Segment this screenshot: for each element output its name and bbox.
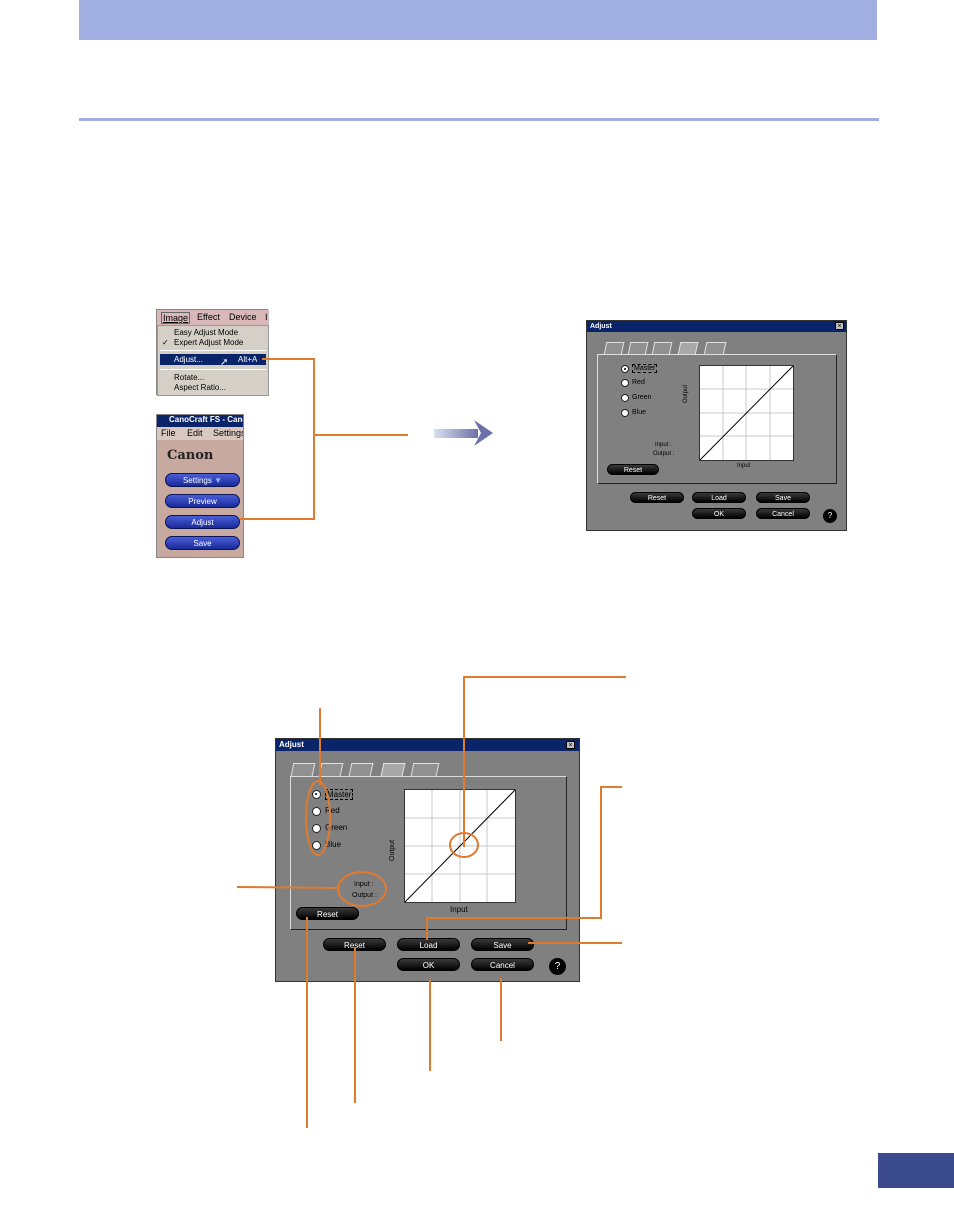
input-readout-label: Input : — [354, 881, 374, 888]
dialog-panel — [597, 354, 837, 484]
label-red: Red — [325, 806, 340, 815]
triangle-down-icon: ▼ — [214, 476, 223, 485]
menu-device[interactable]: Device — [229, 312, 257, 322]
radio-blue[interactable] — [621, 409, 629, 417]
menu-item-adjust[interactable]: Adjust... — [174, 355, 203, 364]
load-button[interactable]: Load — [692, 492, 746, 503]
label-green: Green — [632, 394, 652, 401]
pointer-cursor-icon: ➚ — [220, 357, 229, 368]
page-number-tab — [878, 1153, 954, 1188]
radio-green[interactable] — [621, 394, 629, 402]
menu-settings[interactable]: Settings — [213, 428, 244, 438]
output-readout-label: Output : — [653, 451, 675, 457]
adjust-button[interactable]: Adjust — [165, 515, 240, 529]
tone-curve-graph[interactable] — [404, 789, 516, 903]
ok-button[interactable]: OK — [397, 958, 460, 971]
tab-image[interactable] — [290, 763, 316, 776]
close-icon[interactable]: × — [835, 322, 844, 330]
settings-button[interactable]: Settings ▼ — [165, 473, 240, 487]
image-menu-screenshot: Image Effect Device I Easy Adjust Mode ✓… — [156, 309, 269, 396]
reset-button[interactable]: Reset — [323, 938, 386, 951]
label-green: Green — [325, 823, 348, 832]
menu-bar: Image Effect Device I — [157, 310, 269, 325]
radio-master[interactable] — [312, 790, 321, 799]
help-icon[interactable]: ? — [823, 509, 837, 523]
menu-effect[interactable]: Effect — [197, 312, 220, 322]
save-button[interactable]: Save — [471, 938, 534, 951]
panel-reset-button[interactable]: Reset — [607, 464, 659, 475]
graph-x-label: Input — [450, 905, 468, 914]
menu-image[interactable]: Image — [161, 312, 191, 324]
tab-curve[interactable] — [380, 763, 406, 776]
adjust-dialog-small: Adjust × Master Red Green Blue Input : O… — [586, 320, 847, 531]
right-arrow-icon — [434, 420, 493, 446]
label-master: Master — [325, 789, 354, 800]
tab-color[interactable] — [348, 763, 374, 776]
curve-grid — [700, 366, 793, 460]
curve-grid — [405, 790, 515, 902]
menu-item-expert-adjust[interactable]: Expert Adjust Mode — [174, 338, 244, 347]
dialog-title: Adjust — [587, 321, 846, 332]
label-master: Master — [632, 364, 658, 373]
menu-shortcut: Alt+A — [238, 355, 258, 364]
canocraft-menu-bar: File Edit Settings — [157, 427, 244, 440]
menu-highlight — [160, 354, 266, 365]
label-red: Red — [632, 379, 645, 386]
label-blue: Blue — [325, 840, 342, 849]
close-icon[interactable]: × — [566, 741, 575, 749]
canon-logo: Canon — [167, 448, 214, 463]
label-blue: Blue — [632, 409, 647, 416]
canocraft-title-bar: CanoCraft FS - Cano — [157, 415, 243, 427]
graph-y-label: Output — [389, 839, 396, 861]
checkmark-icon: ✓ — [162, 338, 169, 347]
menu-more[interactable]: I — [265, 312, 268, 322]
cancel-button[interactable]: Cancel — [471, 958, 534, 971]
save-button[interactable]: Save — [165, 536, 240, 550]
menu-item-rotate[interactable]: Rotate... — [174, 373, 205, 382]
radio-red[interactable] — [312, 807, 321, 816]
menu-file[interactable]: File — [161, 428, 176, 438]
radio-red[interactable] — [621, 379, 629, 387]
radio-blue[interactable] — [312, 841, 321, 850]
menu-item-aspect-ratio[interactable]: Aspect Ratio... — [174, 383, 227, 392]
menu-separator — [160, 350, 266, 351]
canocraft-screenshot: CanoCraft FS - Cano File Edit Settings C… — [156, 414, 244, 558]
tab-histogram[interactable] — [410, 763, 440, 776]
tab-brightness[interactable] — [318, 763, 344, 776]
tone-curve-line — [700, 366, 793, 460]
menu-separator — [160, 369, 266, 370]
ok-button[interactable]: OK — [692, 508, 746, 519]
graph-x-label: Input — [737, 463, 751, 469]
adjust-dialog-large: Adjust × Master Red Green Blue Input : O… — [275, 738, 580, 982]
output-readout-label: Output : — [352, 892, 377, 899]
menu-edit[interactable]: Edit — [187, 428, 203, 438]
menu-item-easy-adjust[interactable]: Easy Adjust Mode — [174, 328, 239, 337]
input-readout-label: Input : — [655, 442, 672, 448]
tone-curve-graph[interactable] — [699, 365, 794, 461]
save-button[interactable]: Save — [756, 492, 810, 503]
cancel-button[interactable]: Cancel — [756, 508, 810, 519]
image-dropdown: Easy Adjust Mode ✓ Expert Adjust Mode Ad… — [157, 325, 269, 396]
header-rule — [79, 118, 879, 121]
panel-reset-button[interactable]: Reset — [296, 907, 359, 920]
load-button[interactable]: Load — [397, 938, 460, 951]
help-icon[interactable]: ? — [549, 958, 566, 975]
radio-master[interactable] — [621, 365, 629, 373]
header-bar — [79, 0, 877, 40]
radio-green[interactable] — [312, 824, 321, 833]
dialog-title: Adjust — [276, 739, 579, 751]
graph-y-label: Output — [683, 384, 689, 403]
reset-button[interactable]: Reset — [630, 492, 684, 503]
preview-button[interactable]: Preview — [165, 494, 240, 508]
